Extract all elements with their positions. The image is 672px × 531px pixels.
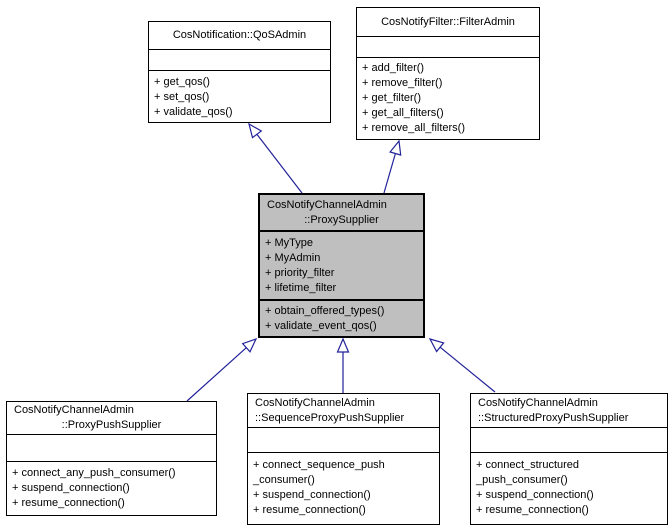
inheritance-arrow-proxypushsupplier-to-proxysupplier — [186, 337, 258, 402]
method-line: + suspend_connection() — [12, 482, 130, 494]
class-title: CosNotifyChannelAdmin ::SequenceProxyPus… — [248, 394, 439, 428]
attribute-line: + lifetime_filter — [265, 282, 337, 294]
method-line: + obtain_offered_types() — [265, 305, 385, 317]
method-line: _consumer() — [253, 474, 315, 486]
class-box-proxypushsupplier[interactable]: CosNotifyChannelAdmin ::ProxyPushSupplie… — [6, 401, 217, 516]
method-line: + suspend_connection() — [476, 489, 594, 501]
inheritance-arrow-sequenceproxypushsupplier-to-proxysupplier — [336, 337, 350, 393]
class-title: CosNotifyFilter::FilterAdmin — [357, 8, 539, 37]
class-methods: + connect_any_push_consumer() + suspend_… — [7, 462, 216, 515]
class-title: CosNotifyChannelAdmin ::ProxyPushSupplie… — [7, 402, 216, 435]
method-line: + validate_qos() — [154, 106, 233, 118]
method-line: + suspend_connection() — [253, 489, 371, 501]
class-title: CosNotifyChannelAdmin ::StructuredProxyP… — [471, 394, 667, 428]
attribute-line: + MyAdmin — [265, 252, 321, 264]
class-attributes-empty — [248, 428, 439, 453]
method-line: + get_qos() — [154, 76, 210, 88]
class-methods: + connect_sequence_push _consumer() + su… — [248, 453, 439, 524]
class-box-structuredproxypushsupplier[interactable]: CosNotifyChannelAdmin ::StructuredProxyP… — [470, 393, 668, 525]
method-line: + set_qos() — [154, 91, 210, 103]
method-line: + connect_any_push_consumer() — [12, 467, 176, 479]
class-attributes-empty — [357, 37, 539, 58]
method-line: + connect_sequence_push — [253, 459, 385, 471]
method-line: + connect_structured — [476, 459, 580, 471]
inheritance-arrow-proxysupplier-to-filteradmin — [383, 139, 402, 194]
class-box-qosadmin[interactable]: CosNotification::QoSAdmin + get_qos() + … — [148, 21, 331, 123]
class-title-line: CosNotifyChannelAdmin — [267, 198, 387, 211]
class-box-sequenceproxypushsupplier[interactable]: CosNotifyChannelAdmin ::SequenceProxyPus… — [247, 393, 440, 525]
method-line: + get_all_filters() — [362, 107, 444, 119]
class-title-line: ::StructuredProxyPushSupplier — [478, 411, 629, 424]
class-attributes-empty — [7, 435, 216, 462]
class-box-proxysupplier[interactable]: CosNotifyChannelAdmin ::ProxySupplier + … — [258, 193, 425, 338]
class-methods: + add_filter() + remove_filter() + get_f… — [357, 58, 539, 139]
method-line: + resume_connection() — [12, 497, 125, 509]
attribute-line: + MyType — [265, 237, 313, 249]
class-attributes-empty — [471, 428, 667, 453]
class-title-line: CosNotifyFilter::FilterAdmin — [381, 15, 515, 28]
class-title-line: CosNotifyChannelAdmin — [478, 396, 598, 409]
class-title: CosNotifyChannelAdmin ::ProxySupplier — [260, 195, 423, 232]
method-line: + add_filter() — [362, 62, 425, 74]
inheritance-arrow-structuredproxypushsupplier-to-proxysupplier — [428, 338, 496, 393]
class-title-line: ::SequenceProxyPushSupplier — [255, 411, 405, 424]
inheritance-arrow-proxysupplier-to-qosadmin — [248, 122, 303, 194]
method-line: + get_filter() — [362, 92, 421, 104]
attribute-line: + priority_filter — [265, 267, 335, 279]
method-line: + resume_connection() — [253, 504, 366, 516]
class-title: CosNotification::QoSAdmin — [149, 22, 330, 50]
method-line: + remove_filter() — [362, 77, 443, 89]
class-title-line: ::ProxySupplier — [304, 213, 379, 226]
class-attributes: + MyType + MyAdmin + priority_filter + l… — [260, 232, 423, 301]
class-methods: + connect_structured _push_consumer() + … — [471, 453, 667, 524]
method-line: _push_consumer() — [476, 474, 568, 486]
class-methods: + get_qos() + set_qos() + validate_qos() — [149, 71, 330, 122]
class-title-line: CosNotifyChannelAdmin — [14, 404, 134, 416]
method-line: + resume_connection() — [476, 504, 589, 516]
class-methods: + obtain_offered_types() + validate_even… — [260, 301, 423, 336]
class-box-filteradmin[interactable]: CosNotifyFilter::FilterAdmin + add_filte… — [356, 7, 540, 140]
class-title-line: ::ProxyPushSupplier — [61, 419, 162, 431]
method-line: + validate_event_qos() — [265, 320, 377, 332]
class-title-line: CosNotifyChannelAdmin — [255, 396, 375, 409]
class-attributes-empty — [149, 50, 330, 71]
class-title-line: CosNotification::QoSAdmin — [172, 29, 307, 41]
method-line: + remove_all_filters() — [362, 122, 466, 134]
